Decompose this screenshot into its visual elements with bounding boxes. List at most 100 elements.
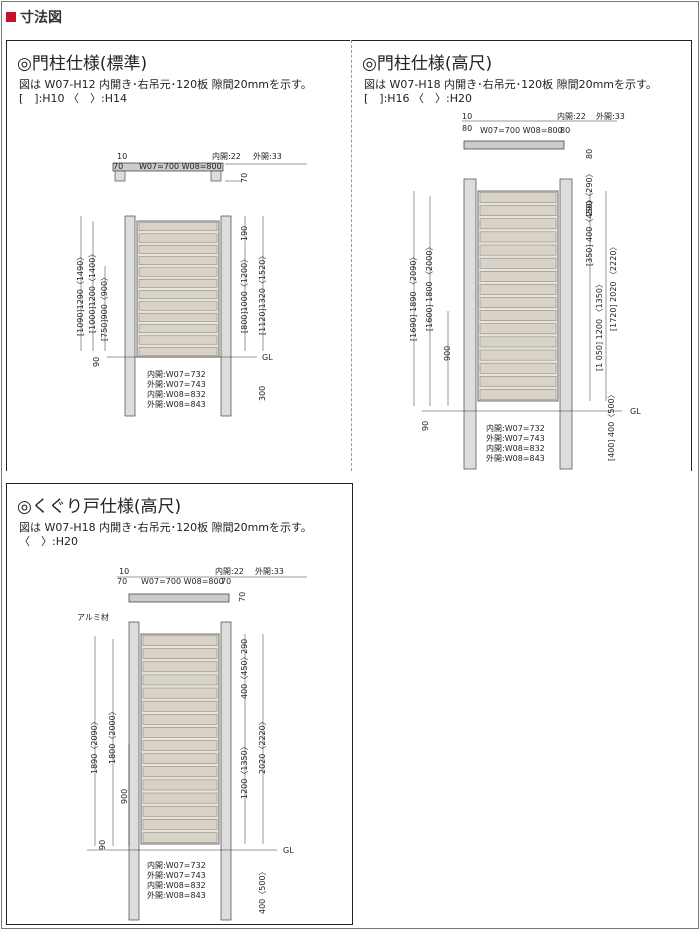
gate-slat [479,231,557,243]
gate-slat [479,257,557,269]
panel-description: 図は W07-H18 内開き･右吊元･120板 隙間20mmを示す。 [ ]:H… [364,78,657,106]
panel-title: ◎門柱仕様(標準) [17,54,148,74]
dim-right-1: 290〈290〉 [585,169,594,216]
bottom-gap: 90 [92,357,101,367]
post-depth: 300 [258,386,267,401]
dim-left-2: 1800〈2000〉 [108,707,117,764]
gate-slat [479,389,557,400]
plan-in: 内開:22 [212,151,241,161]
desc-line-1: 図は W07-H18 内開き･右吊元･120板 隙間20mmを示す。 [364,78,657,91]
dim-right-1: 190 [240,226,249,241]
width-3: 内開:W08=832 [486,443,545,453]
gate-slat [138,324,218,334]
gate-slat [479,244,557,256]
dim-left-3: 900 [443,346,452,361]
dim-left-3: [750]900〈900〉 [100,273,109,341]
plan-in: 内開:22 [215,566,244,576]
dim-left-1: 1890〈2090〉 [90,717,99,774]
gate-slat [142,805,218,817]
gl-label: GL [630,407,641,416]
desc-line-1: 図は W07-H12 内開き･右吊元･120板 隙間20mmを示す。 [19,78,312,91]
gate-panel [140,633,220,845]
plan-out: 外開:33 [255,566,284,576]
plan-width: W07=700 W08=800 [139,162,222,171]
width-2: 外開:W07=743 [147,870,206,880]
gate-slat [138,267,218,277]
width-3: 内開:W08=832 [147,880,206,890]
plan-right-b: 70 [238,592,247,602]
gate-slat [142,779,218,791]
gate-slat [142,661,218,673]
dim-right-2: 1200〈1350〉 [240,742,249,799]
gate-slat [142,687,218,699]
gate-slat [138,222,218,232]
plan-view: 10 80 W07=700 W08=800 内開:22 外開:33 80 80 [462,111,625,159]
panel-tall: ◎門柱仕様(高尺) 図は W07-H18 内開き･右吊元･120板 隙間20mm… [351,40,692,471]
plan-left-b: 80 [462,124,472,133]
gate-slat [142,727,218,738]
gate-slat [142,635,218,646]
plan-in: 内開:22 [557,111,586,121]
left-post [124,215,136,417]
desc-line-1: 図は W07-H18 内開き･右吊元･120板 隙間20mmを示す。 [19,521,312,534]
width-2: 外開:W07=743 [486,433,545,443]
dim-left-2: [1000]1200〈1400〉 [88,250,97,333]
dim-left-1: [1690] 1890 〈2090〉 [409,253,418,341]
bottom-gap: 90 [421,421,430,431]
plan-left-a: 10 [119,567,129,576]
gate-slat [142,740,218,751]
dim-right-1: 290 [240,639,249,654]
gate-slat [479,284,557,295]
post-depth: 400〈500〉 [258,867,267,914]
width-1: 内開:W07=732 [147,369,206,379]
panel-title: ◎門柱仕様(高尺) [362,54,493,74]
gate-slat [479,218,557,230]
bottom-gap: 90 [98,840,107,850]
plan-right: 70 [221,577,231,586]
plan-width: W07=700 W08=800 [480,126,563,135]
gate-slat [142,753,218,764]
gate-slat [142,792,218,804]
gl-label: GL [262,353,273,362]
gate-slat [479,205,557,216]
panel-description: 図は W07-H12 内開き･右吊元･120板 隙間20mmを示す。 [ ]:H… [19,78,312,106]
plan-left-b: 70 [117,577,127,586]
left-post [128,621,140,921]
dim-right-3: [1120]1320〈1520〉 [258,252,267,335]
plan-right: 70 [240,173,249,183]
plan-left-a: 10 [117,152,127,161]
gate-slat [142,648,218,659]
drawing-tall: 10 80 W07=700 W08=800 内開:22 外開:33 80 80 … [409,111,641,470]
width-3: 内開:W08=832 [147,389,206,399]
width-2: 外開:W07=743 [147,379,206,389]
gl-label: GL [283,846,294,855]
right-post [220,215,232,417]
width-1: 内開:W07=732 [486,423,545,433]
dim-right-1b: [350] 400〈450〉 [585,195,594,266]
dim-left-2: [1600] 1800 〈2000〉 [425,243,434,331]
plan-right-b: 80 [585,149,594,159]
plan-left-a: 10 [462,112,472,121]
gate-slat [138,290,218,300]
plan-width: W07=700 W08=800 [141,577,224,586]
dim-right-3: [1720] 2020 〈2220〉 [609,243,618,331]
gate-slat [138,256,218,266]
gate-slat [142,714,218,725]
plan-out: 外開:33 [596,111,625,121]
drawing-standard: 10 70 W07=700 W08=800 内開:22 外開:33 70 GL … [76,151,307,417]
gate-slat [142,766,218,778]
gate-slat [138,346,218,356]
gate-slat [138,278,218,288]
gate-panel [477,190,559,402]
gate-slat [138,301,218,311]
panel-title: ◎くぐり戸仕様(高尺) [17,497,182,517]
gate-slat [479,271,557,282]
right-post [220,621,232,921]
section-title: 寸法図 [6,7,62,27]
panel-description: 図は W07-H18 内開き･右吊元･120板 隙間20mmを示す。 〈 〉:H… [19,521,312,549]
width-4: 外開:W08=843 [147,399,206,409]
plan-view: 10 70 W07=700 W08=800 内開:22 外開:33 70 [112,151,307,183]
gate-panel [136,220,220,358]
width-4: 外開:W08=843 [147,890,206,900]
